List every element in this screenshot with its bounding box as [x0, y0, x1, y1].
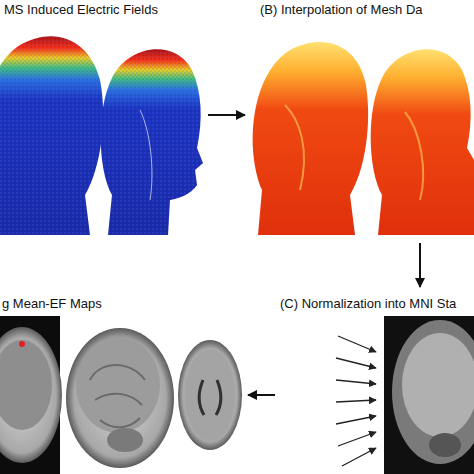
panel: (C) Normalization into MNI Sta: [278, 290, 474, 474]
mni-normalization: [336, 316, 474, 474]
mean-ef-mri: [0, 316, 242, 474]
flow-arrow: [419, 243, 421, 287]
interpolated-heads: [253, 42, 474, 235]
panel: (B) Interpolation of Mesh Da: [248, 0, 474, 240]
ef-heads: [0, 36, 203, 235]
panel: g Mean-EF Maps: [0, 290, 245, 474]
panel: MS Induced Electric Fields: [0, 0, 205, 240]
panel-title: (B) Interpolation of Mesh Da: [258, 2, 425, 18]
panel-title: MS Induced Electric Fields: [2, 2, 160, 18]
panel-title: (C) Normalization into MNI Sta: [278, 296, 458, 312]
panel-title: g Mean-EF Maps: [0, 296, 104, 312]
flow-arrow: [208, 114, 245, 116]
flow-arrow: [248, 394, 275, 396]
